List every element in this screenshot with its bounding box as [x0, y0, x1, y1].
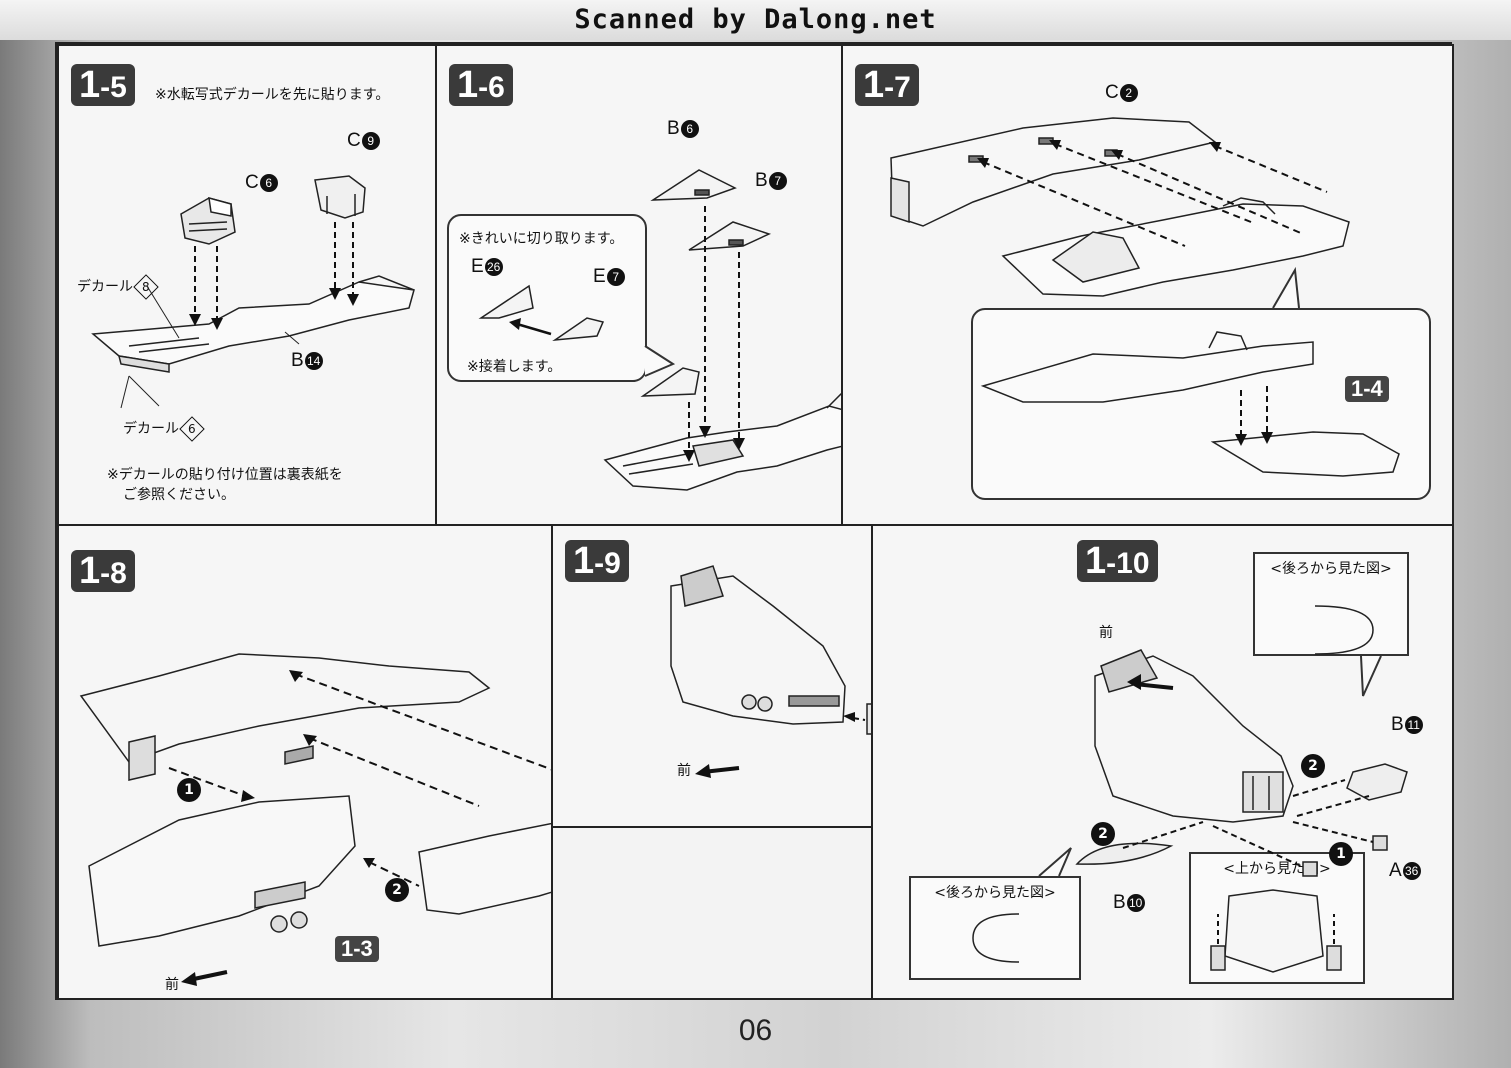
step-1-7-drawing — [890, 117, 1400, 477]
step-1-8-panel: 1-8 — [57, 524, 553, 1000]
part-b7 — [688, 221, 772, 251]
step-1-10-badge: 1-10 — [1077, 540, 1158, 582]
step-1-7-badge: 1-7 — [855, 64, 919, 106]
step-1-5-badge: 1-5 — [71, 64, 135, 106]
reference-1-4-badge: 1-4 — [1345, 376, 1389, 402]
callout-hull-part — [1210, 431, 1400, 477]
callout-fore-part — [980, 331, 1314, 403]
step-1-10-marker-1: 1 — [1329, 842, 1353, 866]
step-1-8-badge: 1-8 — [71, 550, 135, 592]
part-b10 — [1075, 842, 1174, 865]
water-decal-note: ※水転写式デカールを先に貼ります。 — [155, 87, 390, 103]
part-a36 — [1302, 835, 1388, 877]
step-1-10-drawing — [972, 605, 1408, 973]
step-1-7-panel: 1-7 — [841, 44, 1454, 526]
step-1-6-panel: 1-6 — [435, 44, 843, 526]
scanner-banner — [0, 0, 1511, 40]
ship-bow-1-10 — [1094, 649, 1294, 823]
cut-cleanly-note: ※きれいに切り取ります。 — [459, 231, 624, 247]
part-c2 — [890, 117, 1217, 227]
ship-bow — [670, 565, 846, 725]
decal-position-note-1: ※デカールの貼り付け位置は裏表紙を — [107, 467, 343, 483]
decal-position-note-2: ご参照ください。 — [123, 487, 235, 503]
part-b6 — [650, 169, 737, 201]
hull-assembly-1-4 — [1001, 197, 1350, 297]
back-view-inset-bottom: <後ろから見た図> — [909, 876, 1081, 980]
part-e26 — [478, 284, 534, 319]
part-c9 — [314, 175, 366, 219]
glue-note: ※接着します。 — [467, 359, 562, 375]
step-1-5-drawing — [91, 175, 415, 409]
front-direction-label: 前 — [165, 977, 179, 993]
reference-1-3-badge: 1-3 — [335, 936, 379, 962]
part-c5 — [418, 822, 551, 915]
step-1-8-marker-1: 1 — [177, 778, 201, 802]
step-1-9-badge: 1-9 — [565, 540, 629, 582]
scanner-credit: Scanned by Dalong.net — [574, 4, 937, 35]
upper-deck — [79, 653, 491, 781]
instruction-sheet: 1-5 ※水転写式デカールを先に貼ります。 — [55, 42, 1454, 1000]
hull-part-b14 — [91, 275, 415, 373]
front-direction-label: 前 — [1099, 625, 1113, 641]
back-view-inset-top: <後ろから見た図> — [1253, 552, 1409, 656]
step-1-5-panel: 1-5 ※水転写式デカールを先に貼ります。 — [57, 44, 437, 526]
front-direction-label: 前 — [677, 763, 691, 779]
part-c6 — [180, 196, 236, 245]
page-number: 06 — [738, 1014, 773, 1047]
part-e7 — [552, 317, 605, 342]
step-1-8-marker-2: 2 — [385, 878, 409, 902]
lower-hull-1-3 — [88, 795, 356, 947]
step-1-10-marker-2: 2 — [1301, 754, 1325, 778]
top-view-drawing — [1210, 889, 1342, 973]
part-b11 — [1346, 763, 1408, 801]
hull-assembly — [603, 393, 841, 491]
step-1-8-drawing — [79, 653, 551, 986]
step-1-6-drawing — [478, 169, 841, 491]
step-1-10-marker-2b: 2 — [1091, 822, 1115, 846]
step-1-6-badge: 1-6 — [449, 64, 513, 106]
cut-and-glue-callout — [447, 214, 647, 382]
step-1-10-panel: 1-10 <後ろから見た図> <後ろから見た図> <上から見た図> — [871, 524, 1454, 1000]
